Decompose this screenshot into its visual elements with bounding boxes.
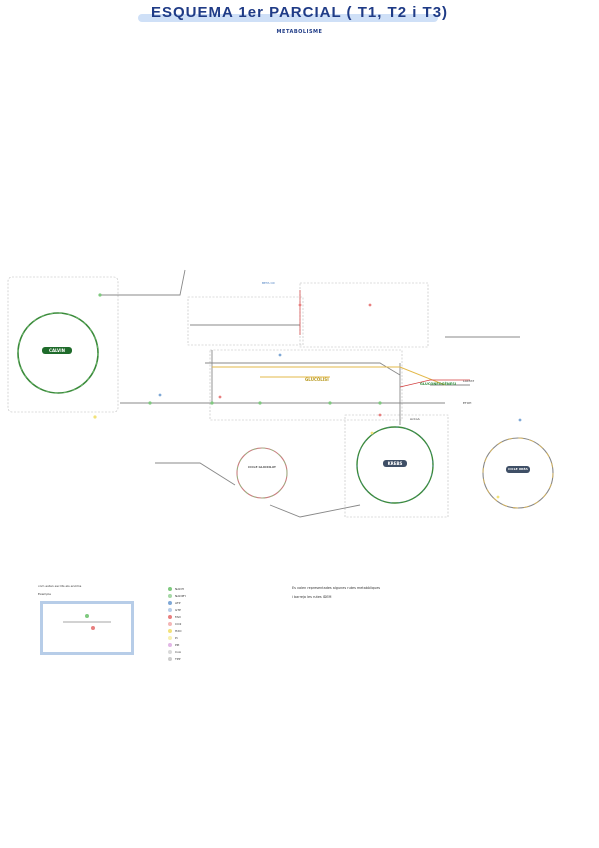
glycolysis-box (209, 349, 403, 421)
legend-title: com estan escrits els enzims (38, 584, 82, 588)
legend-dot-icon (168, 636, 172, 640)
legend-item: CO2 (168, 622, 198, 629)
legend-item: CoA (168, 650, 198, 657)
legend-dot-icon (168, 643, 172, 647)
lactat-label: LACTAT (463, 379, 475, 383)
acetil-label: AcCoA (410, 417, 420, 421)
legend-item-label: FAD (175, 615, 181, 619)
note-line-1: Es valen representades algunes rutes met… (292, 586, 381, 590)
legend-item: TPP (168, 657, 198, 664)
calvin-box (7, 276, 119, 413)
krebs-label: KREBS (383, 460, 407, 467)
legend-item-label: GTP (175, 608, 181, 612)
legend-example: Exemple (38, 592, 51, 596)
krebs-box (344, 414, 449, 518)
legend-item: PPi (168, 643, 198, 650)
legend-item-label: Pi (175, 636, 178, 640)
legend-dot-icon (168, 601, 172, 605)
urea-label: CICLE URÈA (506, 466, 530, 473)
right-top-box (299, 282, 429, 348)
legend-dot-icon (168, 622, 172, 626)
legend-item-label: PPi (175, 643, 180, 647)
legend-item-label: H2O (175, 629, 182, 633)
legend-dot-icon (168, 594, 172, 598)
legend-item: GTP (168, 608, 198, 615)
legend-dot-icon (168, 657, 172, 661)
legend-item: NADPH (168, 594, 198, 601)
legend-item-label: CO2 (175, 622, 182, 626)
note-line-2: i barreja les rutes IDEM (292, 595, 332, 599)
legend-item: H2O (168, 629, 198, 636)
page-title: ESQUEMA 1er PARCIAL ( T1, T2 i T3) (150, 4, 449, 21)
metabolic-map (7, 269, 554, 518)
legend-item-label: NADH (175, 587, 184, 591)
legend-dot-icon (168, 629, 172, 633)
legend-item: Pi (168, 636, 198, 643)
legend-dot-icon (168, 615, 172, 619)
glucolisi-label: GLUCÒLISI (305, 377, 329, 382)
top-box (187, 296, 304, 346)
legend-dot-icon (168, 587, 172, 591)
legend-item: FAD (168, 615, 198, 622)
urea-ring (482, 437, 554, 509)
title-highlight (138, 14, 438, 22)
glioxilat-label: CICLE GLIOXILAT (248, 465, 276, 473)
legend-dot-icon (168, 650, 172, 654)
legend-example-box (40, 601, 134, 655)
legend-item: ATP (168, 601, 198, 608)
legend-dot-icon (168, 608, 172, 612)
legend-item-label: CoA (175, 650, 181, 654)
page-subtitle: METABOLISME (276, 29, 323, 35)
gluconeogenesi-label: GLUCONEOGÈNESI (420, 382, 457, 386)
legend-item-label: TPP (175, 657, 181, 661)
enzyme-legend: com estan escrits els enzims Exemple (38, 584, 134, 655)
etoh-label: ETOH (463, 401, 472, 405)
legend-item: NADH (168, 587, 198, 594)
legend-item-label: ATP (175, 601, 181, 605)
legend-item-label: NADPH (175, 594, 186, 598)
beta-label: BETA OX (262, 281, 275, 285)
calvin-label: CALVIN (42, 347, 72, 354)
